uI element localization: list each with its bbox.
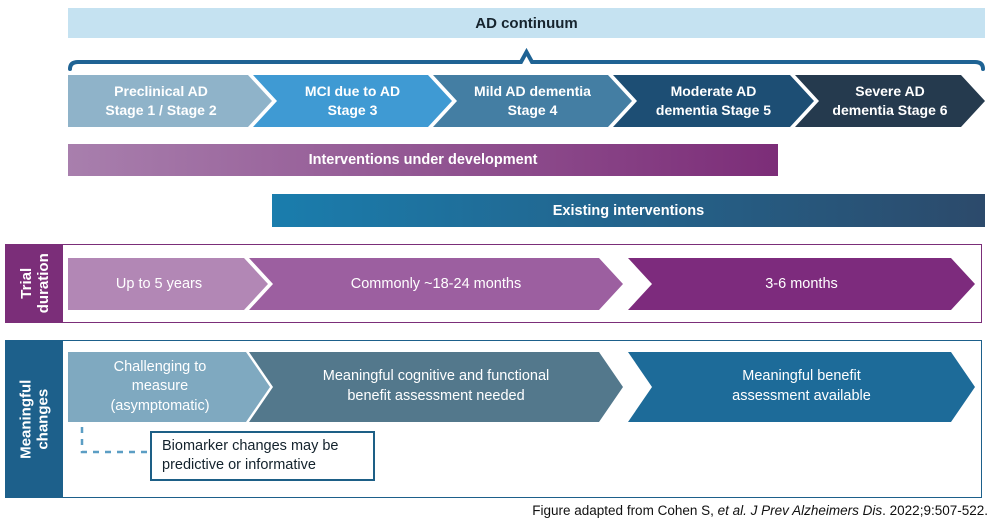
trial-chevron-label: Commonly ~18-24 months xyxy=(350,276,522,292)
dashed-connector xyxy=(80,427,148,454)
stage-label: Preclinical AD Stage 1 / Stage 2 xyxy=(105,83,217,118)
ad-continuum-header: AD continuum xyxy=(68,8,985,38)
trial-chevron-label: 3-6 months xyxy=(765,276,838,292)
stage-chevron-mild: Mild AD dementia Stage 4 xyxy=(433,75,632,127)
trial-chevron-3-6-months: 3-6 months xyxy=(628,258,975,310)
meaningful-chevron-label: Challenging to measure (asymptomatic) xyxy=(110,358,210,414)
meaningful-chevron-label: Meaningful benefit assessment available xyxy=(732,368,871,404)
meaningful-chevron-assessment-needed: Meaningful cognitive and functional bene… xyxy=(249,352,623,422)
stage-label: Mild AD dementia Stage 4 xyxy=(474,83,591,118)
bar-label: Interventions under development xyxy=(308,152,538,168)
stage-chevron-preclinical: Preclinical AD Stage 1 / Stage 2 xyxy=(68,75,272,127)
existing-interventions-bar: Existing interventions xyxy=(272,194,985,227)
stage-label: Moderate AD dementia Stage 5 xyxy=(655,83,772,118)
ad-continuum-title: AD continuum xyxy=(475,14,578,32)
citation-suffix: . 2022;9:507-522. xyxy=(882,503,988,518)
biomarker-callout-text: Biomarker changes may be predictive or i… xyxy=(162,438,339,473)
citation-italic: et al. J Prev Alzheimers Dis xyxy=(717,503,883,518)
trial-chevron-label: Up to 5 years xyxy=(115,276,203,292)
meaningful-chevron-challenging: Challenging to measure (asymptomatic) xyxy=(68,352,270,422)
trial-chevron-up-to-5-years: Up to 5 years xyxy=(68,258,268,310)
citation-prefix: Figure adapted from Cohen S, xyxy=(532,503,718,518)
brace-bracket-icon xyxy=(68,47,985,71)
stage-label: Severe AD dementia Stage 6 xyxy=(832,83,948,118)
meaningful-changes-side-block: Meaningful changes xyxy=(6,341,63,497)
bar-label: Existing interventions xyxy=(552,202,705,219)
meaningful-chevron-assessment-available: Meaningful benefit assessment available xyxy=(628,352,975,422)
biomarker-callout: Biomarker changes may be predictive or i… xyxy=(150,431,375,481)
stage-chevron-moderate: Moderate AD dementia Stage 5 xyxy=(613,75,814,127)
stage-chevron-mci: MCI due to AD Stage 3 xyxy=(253,75,452,127)
meaningful-chevron-label: Meaningful cognitive and functional bene… xyxy=(322,368,550,404)
interventions-under-development-bar: Interventions under development xyxy=(68,144,778,176)
figure-citation: Figure adapted from Cohen S, et al. J Pr… xyxy=(532,503,988,518)
trial-chevron-18-24-months: Commonly ~18-24 months xyxy=(249,258,623,310)
trial-duration-side-block: Trial duration xyxy=(6,245,63,322)
stage-chevron-severe: Severe AD dementia Stage 6 xyxy=(795,75,985,127)
stage-label: MCI due to AD Stage 3 xyxy=(304,83,401,118)
